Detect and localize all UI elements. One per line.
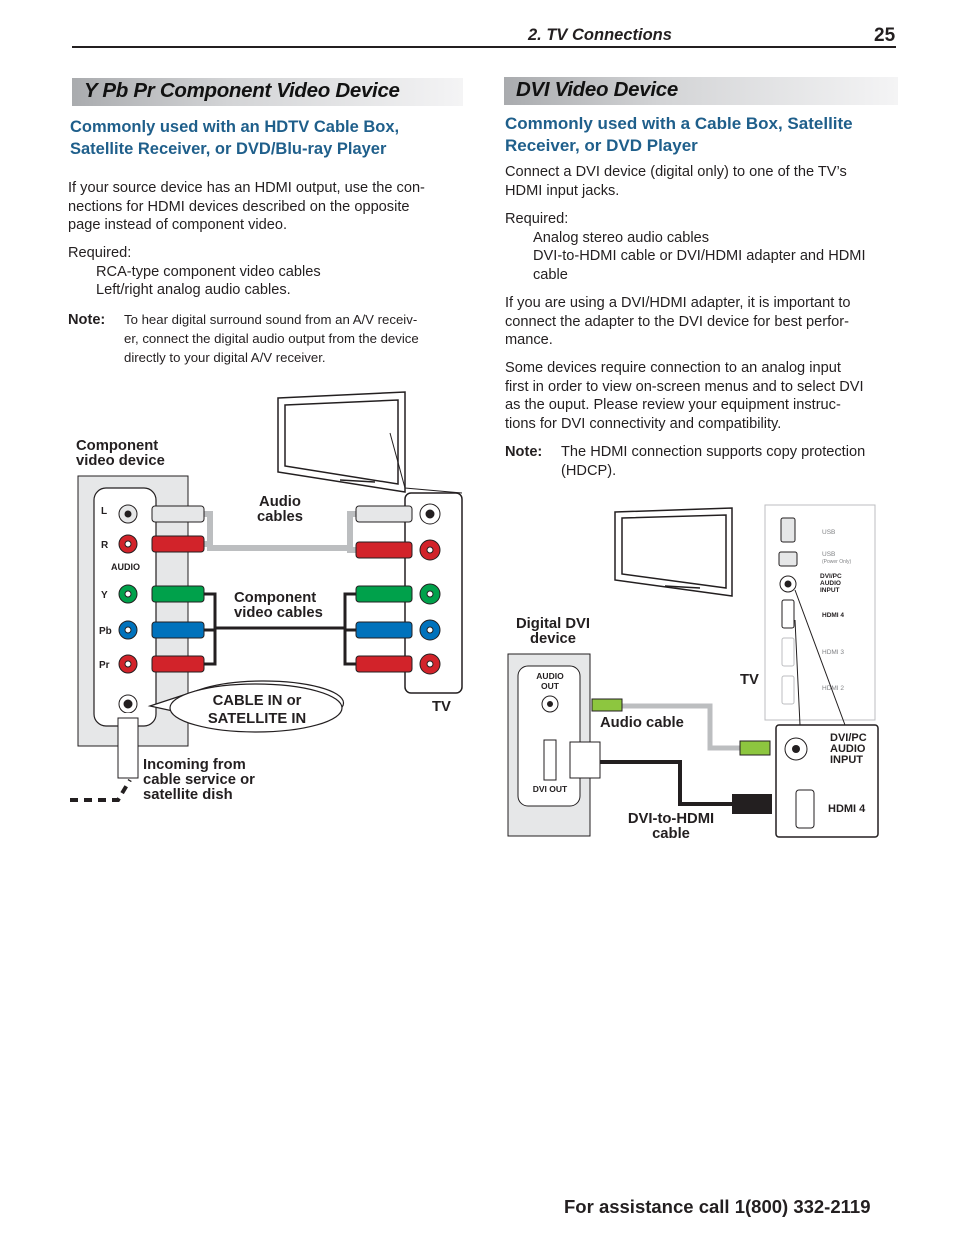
right-section-band: DVI Video Device	[504, 77, 898, 105]
running-header-section: 2. TV Connections	[528, 26, 672, 44]
component-cables-label: Component video cables	[234, 590, 323, 621]
left-subtitle: Commonly used with an HDTV Cable Box, Sa…	[70, 118, 400, 158]
hdmi-plug	[732, 794, 772, 814]
page-number: 25	[874, 25, 896, 46]
svg-text:HDMI 4: HDMI 4	[822, 612, 844, 619]
audio-out-label-2: OUT	[541, 681, 560, 691]
jack-label-y: Y	[101, 590, 108, 601]
jack-label-pb: Pb	[99, 626, 112, 637]
svg-text:INPUT: INPUT	[830, 754, 863, 766]
right-subtitle: Commonly used with a Cable Box, Satellit…	[505, 114, 853, 155]
component-connection-diagram: L R AUDIO Y Pb Pr	[70, 391, 463, 802]
device-jack-panel	[93, 487, 157, 727]
svg-text:AUDIO: AUDIO	[830, 743, 866, 755]
tv-jacks	[419, 503, 441, 675]
svg-text:(Power Only): (Power Only)	[822, 559, 852, 565]
audio-cables-label: Audio cables	[256, 494, 304, 525]
tv-panel-ports	[778, 517, 798, 705]
audio-cable-label: Audio cable	[600, 715, 684, 731]
right-intro-paragraph: Connect a DVI device (digital only) to o…	[505, 164, 847, 199]
svg-text:AUDIO: AUDIO	[820, 580, 841, 587]
jack-label-pr: Pr	[99, 660, 110, 671]
dvi-out-port	[543, 739, 557, 781]
left-section-band: Y Pb Pr Component Video Device	[72, 78, 463, 106]
zoom-hdmi-port	[795, 789, 815, 829]
device-jacks	[118, 504, 138, 714]
device-side-plugs	[151, 505, 205, 673]
coax-dashed-line	[70, 778, 132, 802]
svg-text:HDMI 3: HDMI 3	[822, 649, 844, 656]
incoming-cable-label: Incoming from cable service or satellite…	[143, 757, 255, 803]
dvi-connection-diagram: USB USB (Power Only) DVI/PC AUDIO INPUT …	[507, 504, 879, 838]
audio-plug-device	[591, 698, 623, 712]
tv-side-plugs	[355, 505, 413, 673]
left-intro-paragraph: If your source device has an HDMI output…	[68, 180, 425, 234]
svg-text:USB: USB	[822, 529, 835, 536]
right-required-list: Required: Analog stereo audio cables DVI…	[505, 211, 866, 283]
svg-text:HDMI 2: HDMI 2	[822, 685, 844, 692]
jack-label-r: R	[101, 540, 109, 551]
right-analog-paragraph: Some devices require connection to an an…	[505, 360, 864, 432]
svg-text:USB: USB	[822, 551, 835, 558]
component-device-label: Component video device	[76, 438, 165, 469]
dvi-cable-wire	[600, 760, 732, 806]
audio-out-label-1: AUDIO	[536, 671, 564, 681]
jack-label-audio: AUDIO	[111, 562, 140, 572]
coax-cable	[117, 717, 139, 779]
zoom-labels: DVI/PC AUDIO INPUT HDMI 4	[828, 732, 867, 815]
svg-text:INPUT: INPUT	[820, 587, 840, 594]
svg-text:DVI/PC: DVI/PC	[820, 573, 842, 580]
dvi-hdmi-cable-label: DVI-to-HDMI cable	[627, 811, 715, 842]
tv-panel-labels: USB USB (Power Only) DVI/PC AUDIO INPUT …	[820, 529, 852, 692]
cable-in-callout: CABLE IN or SATELLITE IN	[207, 693, 307, 727]
right-adapter-paragraph: If you are using a DVI/HDMI adapter, it …	[505, 295, 851, 349]
assistance-footer: For assistance call 1(800) 332-2119	[564, 1196, 871, 1217]
digital-dvi-device-label: Digital DVI device	[516, 616, 590, 647]
header-rule	[72, 46, 896, 48]
tv-outline	[277, 391, 406, 493]
dvi-out-label: DVI OUT	[533, 784, 568, 794]
dvi-plug	[569, 741, 601, 779]
tv-outline-right	[614, 507, 733, 597]
cable-wires	[202, 511, 360, 666]
svg-text:DVI/PC: DVI/PC	[830, 732, 867, 744]
dvi-device-panel	[517, 665, 581, 807]
tv-label-left: TV	[432, 699, 451, 715]
right-section-title: DVI Video Device	[516, 78, 678, 101]
jack-label-l: L	[101, 506, 107, 517]
tv-label-right: TV	[740, 672, 759, 688]
left-section-title: Y Pb Pr Component Video Device	[84, 79, 400, 102]
audio-cable-wire	[620, 703, 740, 751]
svg-text:HDMI 4: HDMI 4	[828, 803, 866, 815]
audio-plug-tv	[739, 740, 771, 756]
left-required-list: Required: RCA-type component video cable…	[68, 245, 321, 299]
